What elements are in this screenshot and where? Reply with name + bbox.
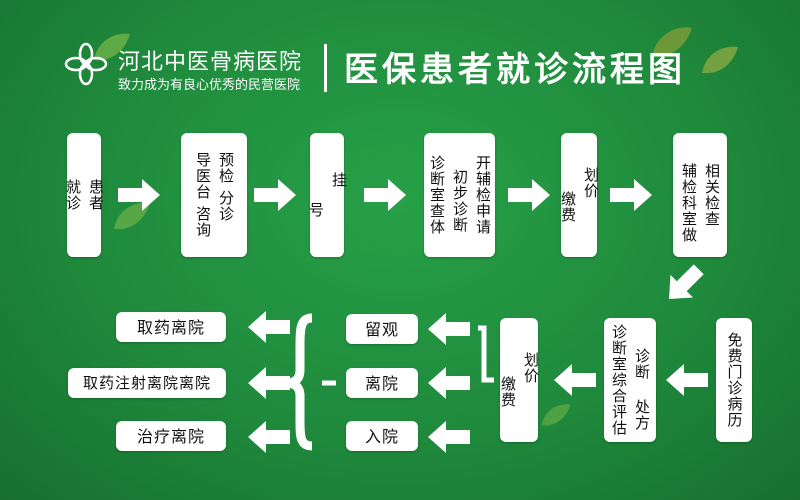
arrow-left-icon bbox=[428, 367, 470, 399]
arrow-right-icon bbox=[508, 179, 550, 211]
leaf-decoration-icon bbox=[652, 27, 692, 57]
node-outcome-injection-discharge: 取药注射离院离院 bbox=[68, 368, 226, 398]
node-comprehensive-assessment: 诊断 处方 诊断室综合评估 bbox=[604, 318, 656, 442]
leaf-decoration-icon bbox=[94, 33, 130, 61]
arrow-left-icon bbox=[428, 421, 470, 453]
node-related-exams: 相关检查 辅检科室做 bbox=[673, 133, 727, 257]
node-registration: 挂 号 bbox=[307, 133, 348, 257]
arrow-right-icon bbox=[610, 179, 652, 211]
node-pricing-payment-2: 划价 缴费 bbox=[499, 318, 540, 442]
node-patient-visit: 患者 就诊 bbox=[64, 133, 105, 257]
arrow-left-icon bbox=[248, 367, 290, 399]
node-observation: 留观 bbox=[346, 314, 418, 344]
node-triage-desk: 预检 分诊 导医台 咨询 bbox=[181, 133, 247, 257]
arrow-left-icon bbox=[554, 364, 596, 396]
arrow-right-icon bbox=[364, 179, 406, 211]
leaf-decoration-icon bbox=[541, 404, 571, 426]
hospital-name: 河北中医骨病医院 bbox=[118, 50, 303, 75]
node-discharge: 离院 bbox=[346, 368, 418, 398]
leaf-decoration-icon bbox=[702, 46, 738, 74]
lotus-logo-icon bbox=[62, 40, 110, 88]
node-pricing-payment-1: 划价 缴费 bbox=[559, 133, 600, 257]
arrow-left-icon bbox=[428, 313, 470, 345]
node-free-records: 免费门诊病历 bbox=[716, 318, 752, 442]
node-outcome-treatment-discharge: 治疗离院 bbox=[116, 421, 226, 451]
arrow-right-icon bbox=[254, 179, 296, 211]
arrow-left-icon bbox=[666, 364, 708, 396]
leaf-decoration-icon bbox=[114, 202, 150, 230]
hospital-slogan: 致力成为有良心优秀的民营医院 bbox=[118, 78, 301, 93]
node-admission: 入院 bbox=[346, 421, 418, 451]
page-title: 医保患者就诊流程图 bbox=[344, 50, 686, 90]
arrow-left-icon bbox=[248, 311, 290, 343]
header-divider bbox=[324, 44, 327, 92]
arrow-left-icon bbox=[248, 421, 290, 453]
node-outcome-medicine-discharge: 取药离院 bbox=[116, 312, 226, 342]
node-diagnosis-room: 开辅检申请 初步诊断 诊断室查体 bbox=[424, 133, 495, 257]
arrow-diagonal-icon bbox=[669, 264, 704, 299]
